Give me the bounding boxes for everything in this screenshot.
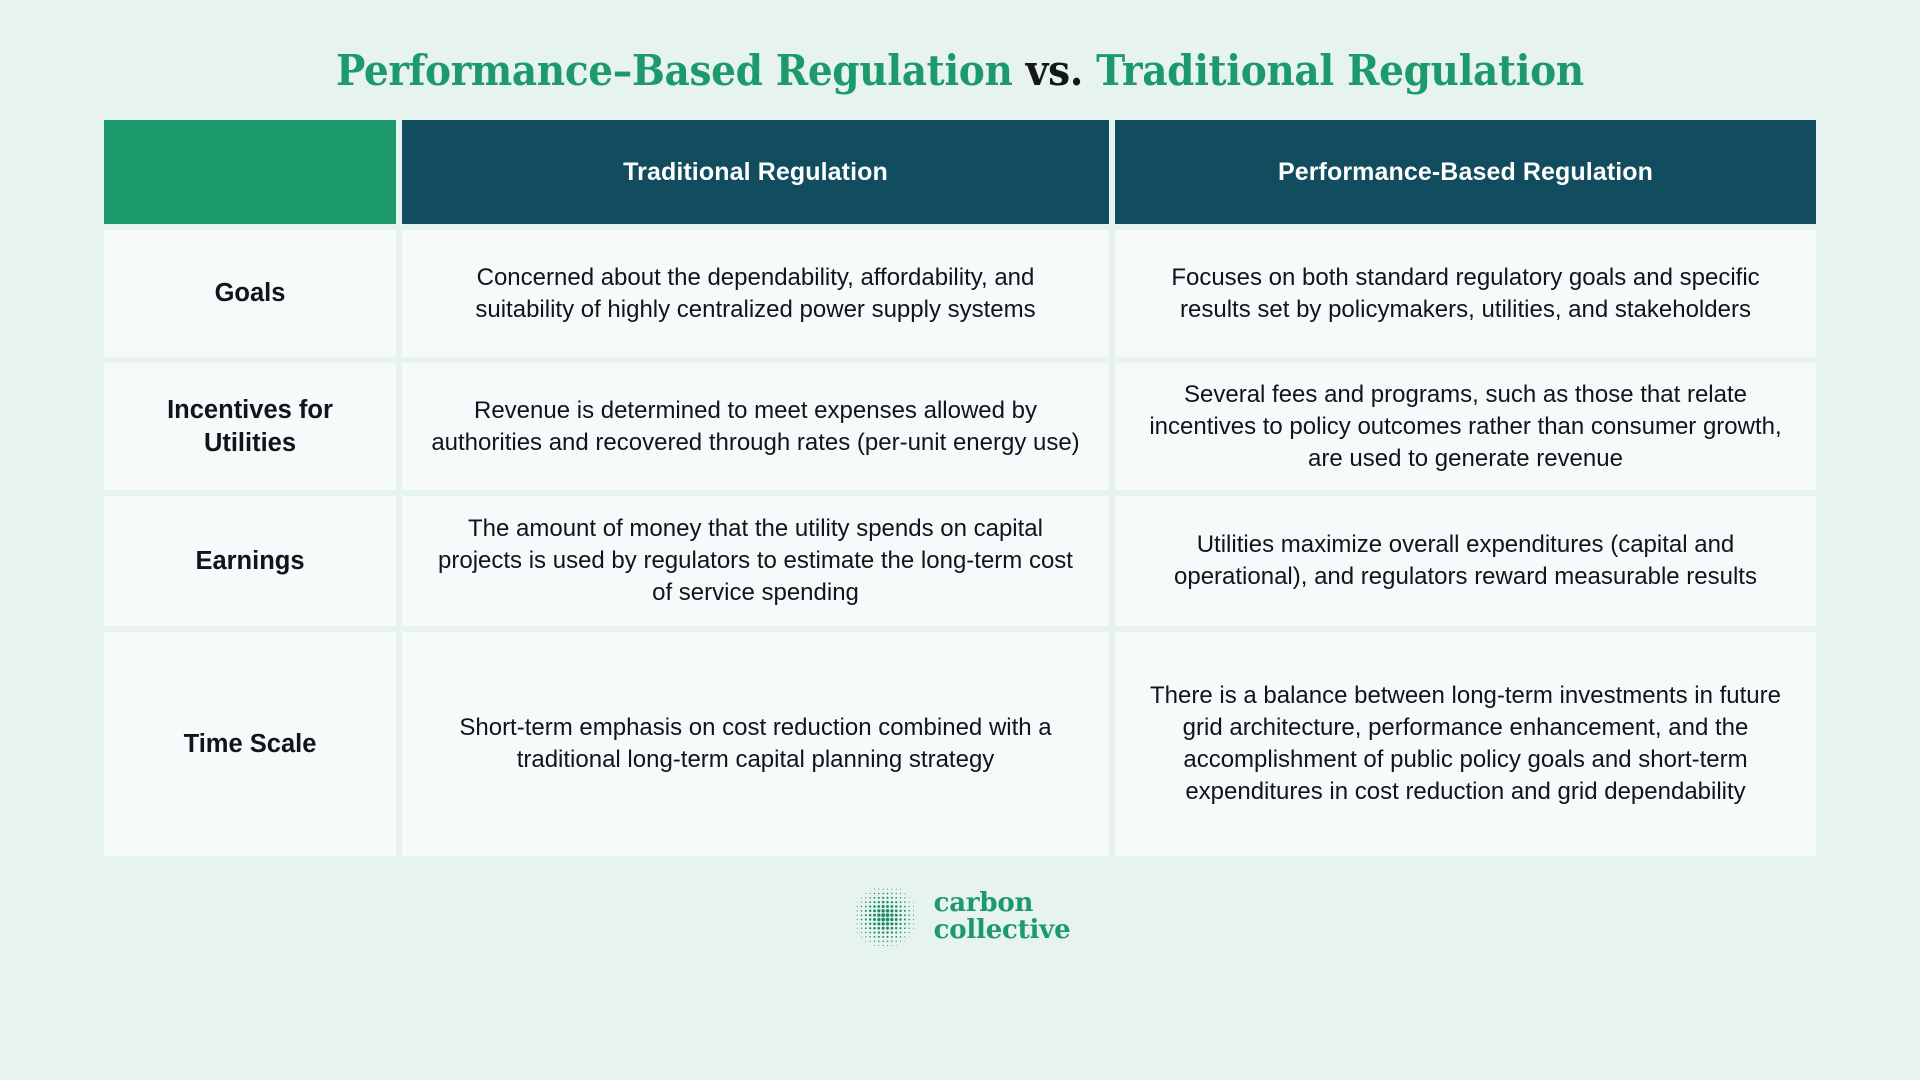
cell-earnings-performance: Utilities maximize overall expenditures … bbox=[1115, 496, 1816, 627]
cell-incentives-traditional: Revenue is determined to meet expenses a… bbox=[402, 363, 1109, 491]
page-title-vs: vs. bbox=[1025, 46, 1084, 95]
page-title-part1: Performance–Based Regulation bbox=[336, 46, 1026, 95]
row-label-earnings: Earnings bbox=[104, 496, 396, 627]
table-row: Goals Concerned about the dependability,… bbox=[104, 230, 1816, 358]
brand-logo: carbon collective bbox=[850, 882, 1071, 952]
row-label-time-scale: Time Scale bbox=[104, 632, 396, 857]
brand-logo-text: carbon collective bbox=[934, 890, 1071, 944]
page-title-part2: Traditional Regulation bbox=[1083, 46, 1584, 95]
cell-goals-traditional: Concerned about the dependability, affor… bbox=[402, 230, 1109, 358]
table-header-row: Traditional Regulation Performance-Based… bbox=[104, 120, 1816, 225]
table-header-corner bbox=[104, 120, 396, 225]
table-row: Incentives for Utilities Revenue is dete… bbox=[104, 363, 1816, 491]
table-header-performance: Performance-Based Regulation bbox=[1115, 120, 1816, 225]
cell-time-scale-performance: There is a balance between long-term inv… bbox=[1115, 632, 1816, 857]
dotted-circle-icon bbox=[850, 882, 920, 952]
cell-goals-performance: Focuses on both standard regulatory goal… bbox=[1115, 230, 1816, 358]
brand-logo-line2: collective bbox=[933, 915, 1071, 946]
cell-time-scale-traditional: Short-term emphasis on cost reduction co… bbox=[402, 632, 1109, 857]
cell-earnings-traditional: The amount of money that the utility spe… bbox=[402, 496, 1109, 627]
page-title: Performance–Based Regulation vs. Traditi… bbox=[336, 46, 1584, 95]
table-header-traditional: Traditional Regulation bbox=[402, 120, 1109, 225]
row-label-goals: Goals bbox=[104, 230, 396, 358]
cell-incentives-performance: Several fees and programs, such as those… bbox=[1115, 363, 1816, 491]
table-row: Earnings The amount of money that the ut… bbox=[104, 496, 1816, 627]
row-label-incentives-for-utilities: Incentives for Utilities bbox=[104, 363, 396, 491]
table-row: Time Scale Short-term emphasis on cost r… bbox=[104, 632, 1816, 857]
brand-logo-line1: carbon bbox=[933, 888, 1034, 919]
comparison-table: Traditional Regulation Performance-Based… bbox=[104, 120, 1816, 857]
